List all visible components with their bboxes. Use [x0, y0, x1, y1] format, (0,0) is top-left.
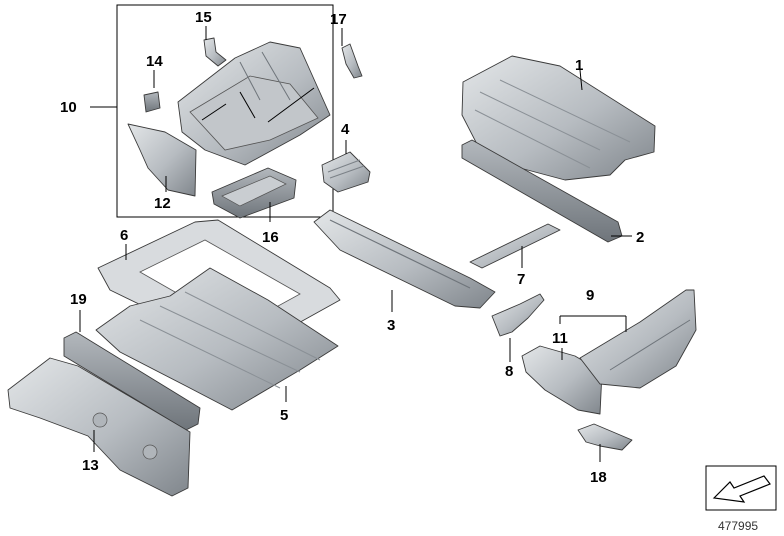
- callout-5: 5: [280, 407, 288, 424]
- part-15-bracket[interactable]: [203, 37, 227, 67]
- callout-7: 7: [517, 271, 525, 288]
- part-19-cross-member[interactable]: [63, 331, 201, 431]
- callout-18: 18: [590, 469, 607, 486]
- part-8-bracket[interactable]: [491, 293, 545, 337]
- document-number: 477995: [718, 519, 758, 533]
- callout-2: 2: [636, 229, 644, 246]
- callout-16: 16: [262, 229, 279, 246]
- group-box-10: [116, 4, 334, 218]
- part-7-bracket[interactable]: [469, 223, 561, 269]
- callouts: 1 2 3 4 5 6 7 8 9 10 11 12 13 14 15 16 1…: [60, 9, 644, 486]
- callout-10: 10: [60, 99, 77, 116]
- view-direction-symbol: [705, 465, 777, 511]
- part-16-tray[interactable]: [211, 167, 297, 219]
- part-10-assembly[interactable]: [177, 41, 331, 166]
- callout-6: 6: [120, 227, 128, 244]
- part-3-center-member[interactable]: [313, 209, 496, 309]
- callout-14: 14: [146, 53, 163, 70]
- part-17-bracket[interactable]: [341, 43, 363, 79]
- part-4-reinforcement[interactable]: [321, 151, 371, 193]
- part-14-bracket[interactable]: [143, 91, 161, 113]
- leader-lines: [79, 26, 632, 462]
- callout-4: 4: [341, 121, 350, 138]
- callout-17: 17: [330, 11, 347, 28]
- callout-13: 13: [82, 457, 99, 474]
- part-1-rear-floor-panel[interactable]: [461, 55, 656, 181]
- callout-9: 9: [586, 287, 594, 304]
- part-9-side-member[interactable]: [579, 289, 697, 389]
- callout-11: 11: [552, 330, 568, 347]
- part-5-floor-pan[interactable]: [95, 267, 339, 411]
- callout-3: 3: [387, 317, 395, 334]
- callout-8: 8: [505, 363, 513, 380]
- callout-1: 1: [575, 57, 583, 74]
- part-13-rear-panel[interactable]: [7, 357, 191, 497]
- direction-arrow-icon: [712, 475, 771, 503]
- callout-19: 19: [70, 291, 87, 308]
- part-12-side-panel[interactable]: [127, 123, 197, 197]
- callout-15: 15: [195, 9, 212, 26]
- callout-12: 12: [154, 195, 171, 212]
- part-18-bracket[interactable]: [577, 423, 633, 451]
- part-11-wheelhouse-panel[interactable]: [521, 345, 603, 415]
